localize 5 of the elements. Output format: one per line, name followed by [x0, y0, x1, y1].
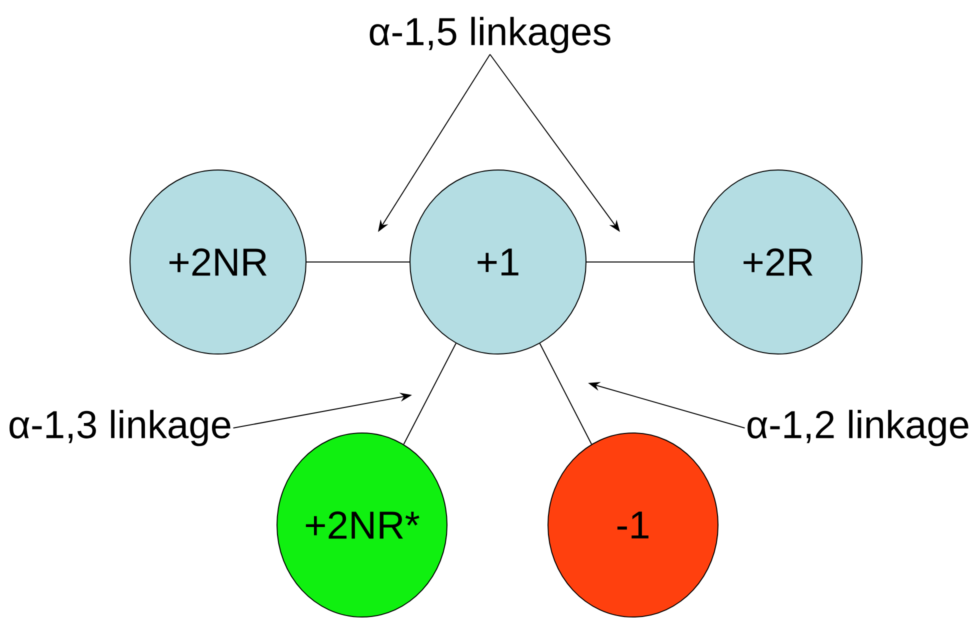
linkage-label: α-1,3 linkage — [10, 410, 230, 446]
linkage-label: α-1,2 linkage — [748, 410, 968, 446]
linkage-label: α-1,5 linkages — [370, 16, 610, 54]
connector-line — [539, 343, 592, 445]
connector-line — [403, 342, 456, 445]
